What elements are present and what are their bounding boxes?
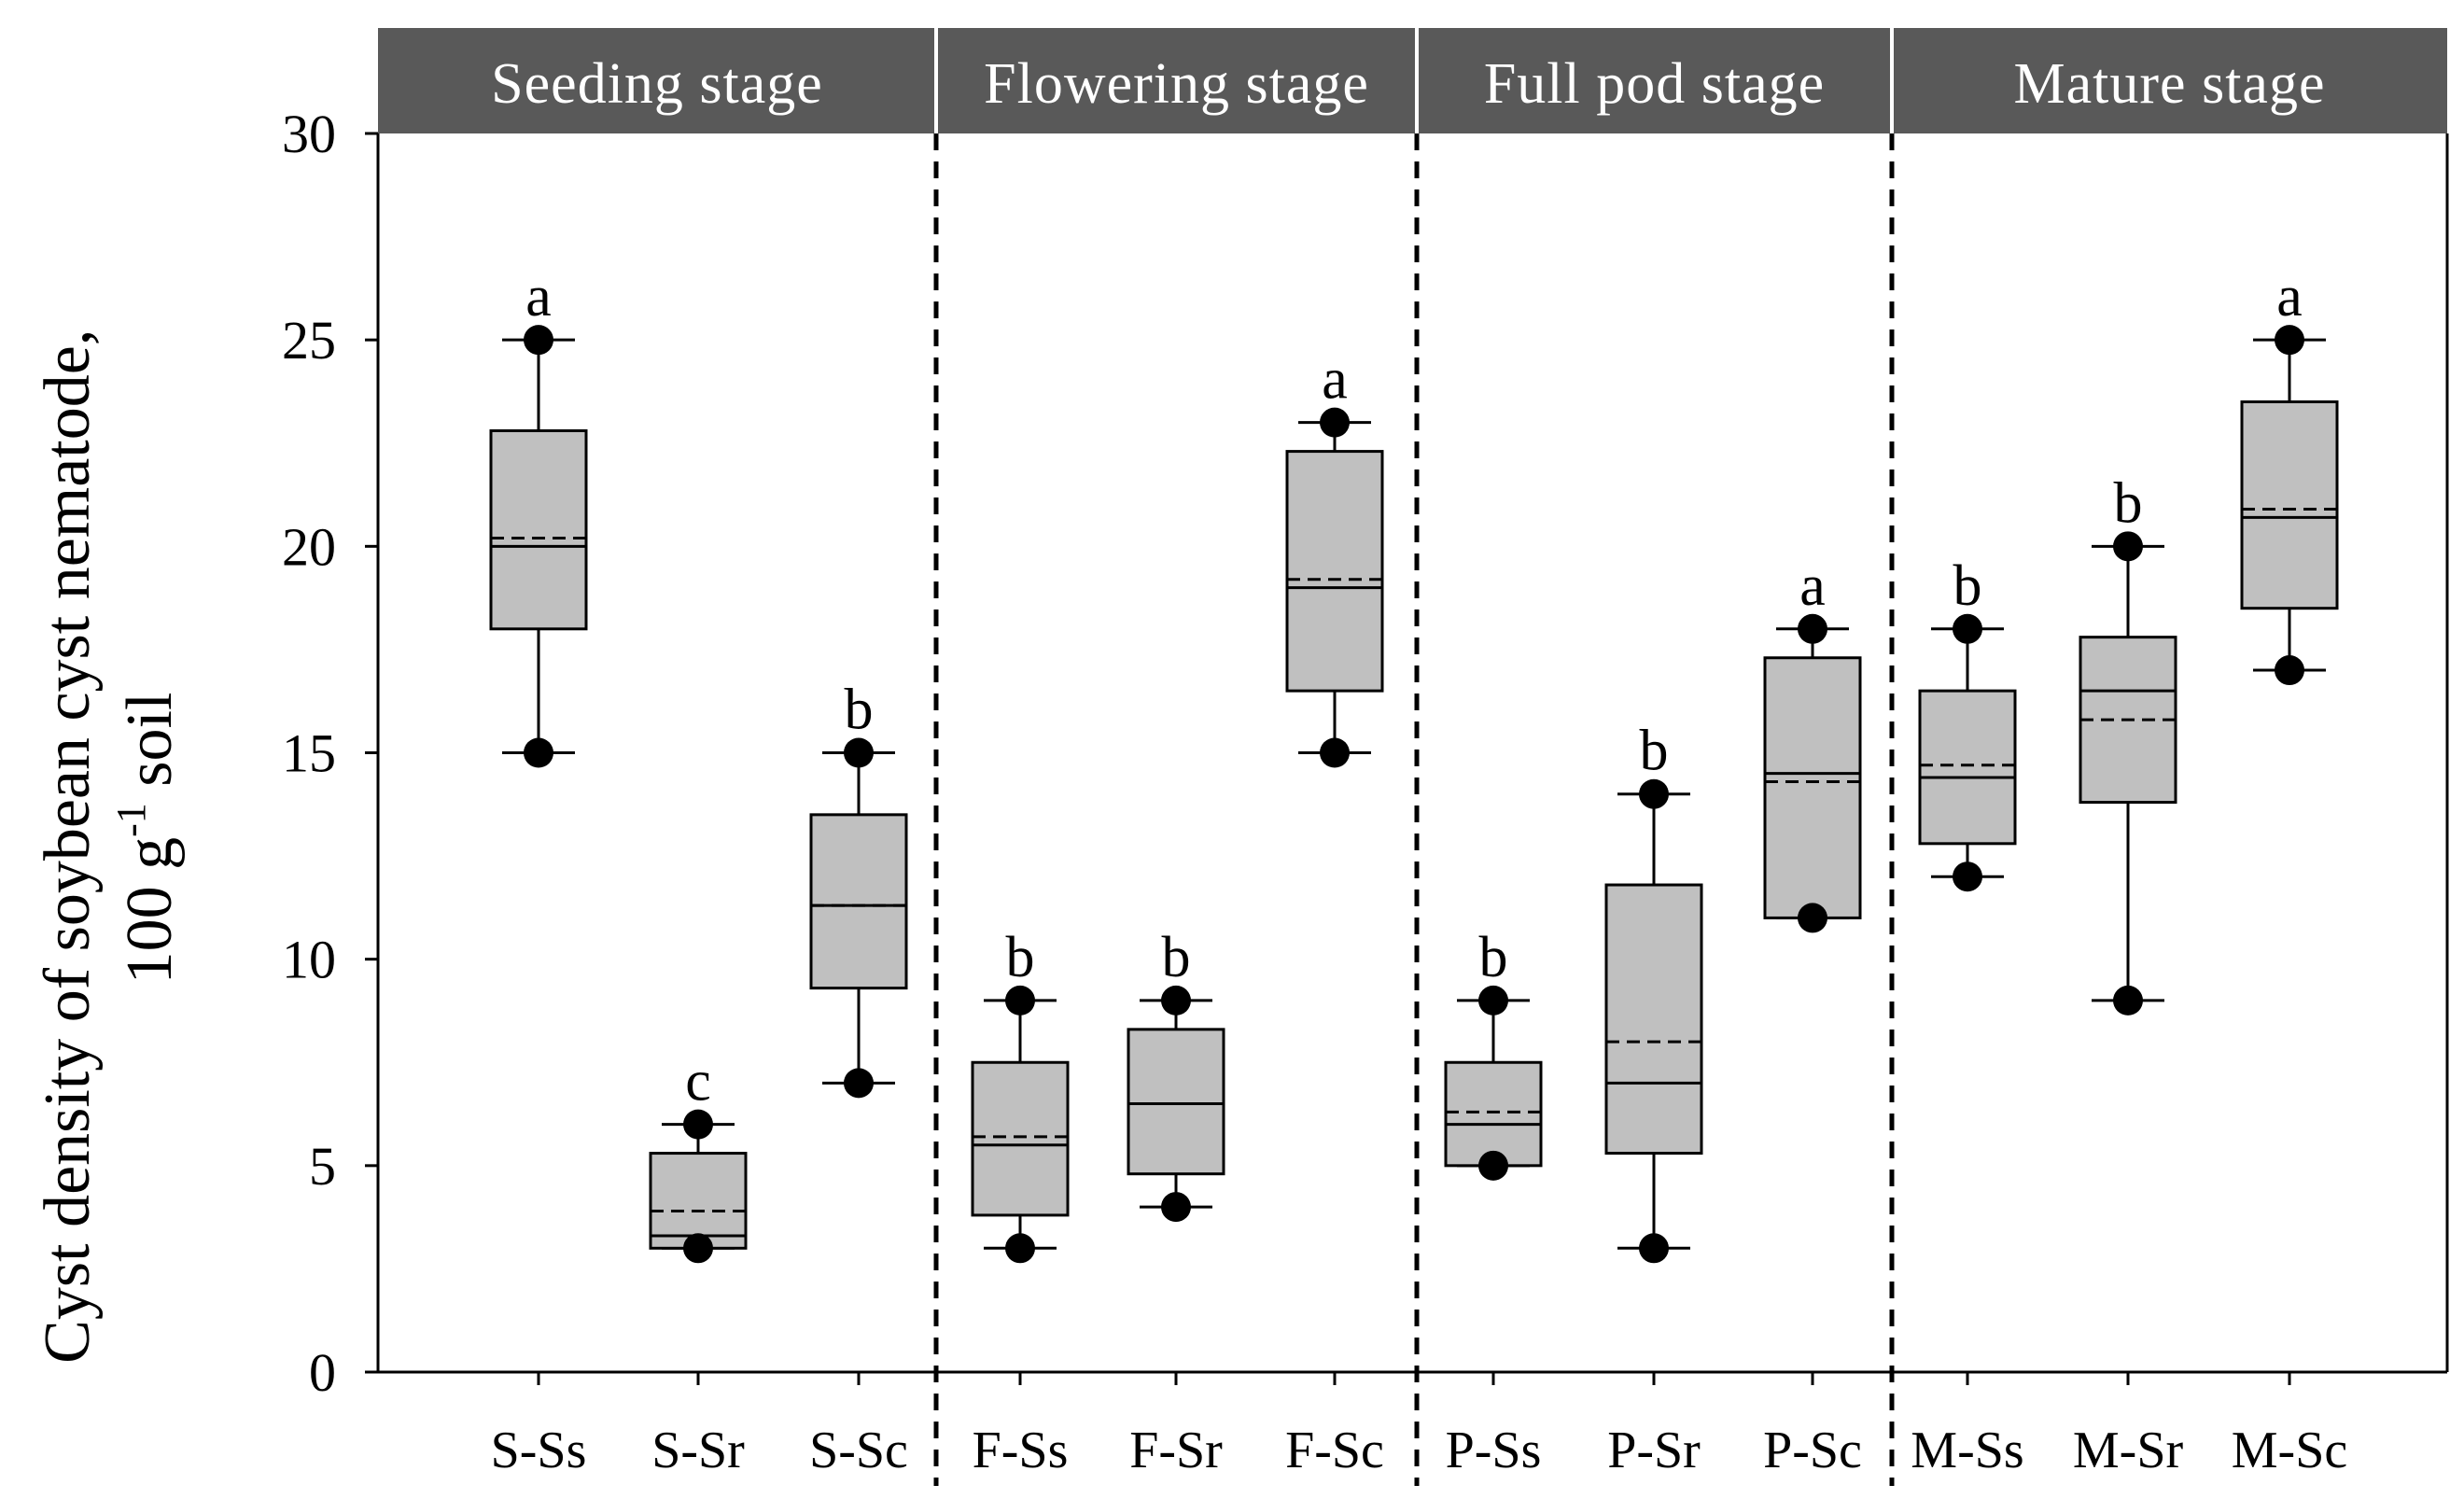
x-tick-label-f-sc: F-Sc — [1285, 1422, 1384, 1479]
x-tick-label-s-sr: S-Sr — [651, 1422, 745, 1479]
max-point-f-ss — [1005, 985, 1035, 1016]
min-point-s-sc — [844, 1068, 874, 1099]
box-m-sc — [2240, 400, 2339, 610]
min-point-s-ss — [524, 737, 553, 768]
max-point-s-ss — [524, 325, 553, 356]
max-point-s-sr — [683, 1109, 713, 1140]
plot-area: Seeding stage Flowering stage Full pod sta… — [282, 28, 2449, 1486]
x-tick-label-s-ss: S-Ss — [491, 1422, 587, 1479]
y-tick-label-15: 15 — [282, 723, 336, 784]
x-tick-label-f-sr: F-Sr — [1129, 1422, 1223, 1479]
y-tick-label-10: 10 — [282, 930, 336, 990]
significance-letter-f-sc: a — [1322, 348, 1348, 412]
box-f-ss — [971, 1060, 1070, 1217]
box-f-sc — [1285, 450, 1384, 693]
y-tick-label-30: 30 — [282, 104, 336, 164]
box-s-ss — [489, 428, 588, 631]
panel-title-4: Mature stage — [2014, 52, 2326, 116]
x-tick-label-m-sr: M-Sr — [2073, 1422, 2184, 1479]
max-point-m-ss — [1953, 613, 1982, 644]
min-point-f-ss — [1005, 1233, 1035, 1264]
x-tick-label-m-ss: M-Ss — [1911, 1422, 2023, 1479]
significance-letter-m-sc: a — [2276, 265, 2303, 329]
panel-title-3: Full pod stage — [1484, 52, 1825, 116]
significance-letter-m-ss: b — [1953, 554, 1982, 618]
x-tick-label-p-sr: P-Sr — [1607, 1422, 1701, 1479]
y-axis-title-line1: Cyst density of soybean cyst nematode, — [32, 329, 104, 1364]
min-point-p-sc — [1798, 903, 1827, 933]
panel-header-band — [378, 28, 2447, 133]
significance-letter-p-sr: b — [1640, 720, 1669, 783]
box-p-sc — [1763, 656, 1862, 919]
x-tick-label-s-sc: S-Sc — [809, 1422, 908, 1479]
min-point-m-sr — [2113, 985, 2143, 1016]
y-axis-title-line2-sup: -1 — [108, 803, 154, 837]
box-f-sr — [1127, 1028, 1225, 1176]
significance-letter-p-ss: b — [1479, 926, 1508, 989]
significance-letter-m-sr: b — [2114, 471, 2143, 535]
min-point-f-sc — [1320, 737, 1350, 768]
min-point-p-ss — [1478, 1150, 1508, 1181]
y-tick-label-25: 25 — [282, 310, 336, 371]
significance-letter-s-sr: c — [685, 1050, 711, 1114]
min-point-f-sr — [1161, 1192, 1191, 1223]
x-tick-label-p-sc: P-Sc — [1763, 1422, 1862, 1479]
max-point-p-sr — [1639, 778, 1669, 809]
y-axis-title-line2-prefix: 100 g — [114, 837, 186, 985]
y-axis-title: Cyst density of soybean cyst nematode, 1… — [32, 313, 186, 1364]
box-p-ss — [1444, 1060, 1543, 1168]
panel-title-2: Flowering stage — [984, 52, 1369, 116]
max-point-f-sc — [1320, 407, 1350, 438]
box-p-sr — [1604, 883, 1703, 1156]
significance-letter-f-ss: b — [1006, 926, 1035, 989]
min-point-p-sr — [1639, 1233, 1669, 1264]
x-tick-label-p-ss: P-Ss — [1446, 1422, 1542, 1479]
y-axis-title-line2-suffix: soil — [114, 693, 186, 804]
max-point-m-sc — [2275, 325, 2304, 356]
max-point-s-sc — [844, 737, 874, 768]
x-tick-label-f-ss: F-Ss — [973, 1422, 1069, 1479]
box-s-sc — [809, 813, 908, 990]
x-tick-label-m-sc: M-Sc — [2232, 1422, 2347, 1479]
min-point-m-ss — [1953, 862, 1982, 892]
y-tick-label-20: 20 — [282, 516, 336, 577]
max-point-p-sc — [1798, 613, 1827, 644]
max-point-p-ss — [1478, 985, 1508, 1016]
y-tick-label-0: 0 — [309, 1342, 336, 1403]
significance-letter-p-sc: a — [1799, 554, 1826, 618]
max-point-f-sr — [1161, 985, 1191, 1016]
panel-title-1: Seeding stage — [491, 52, 823, 116]
significance-letter-f-sr: b — [1162, 926, 1191, 989]
significance-letter-s-ss: a — [525, 265, 552, 329]
min-point-s-sr — [683, 1233, 713, 1264]
y-tick-label-5: 5 — [309, 1136, 336, 1197]
min-point-m-sc — [2275, 655, 2304, 686]
max-point-m-sr — [2113, 531, 2143, 562]
significance-letter-s-sc: b — [845, 679, 874, 742]
box-m-ss — [1918, 689, 2017, 846]
